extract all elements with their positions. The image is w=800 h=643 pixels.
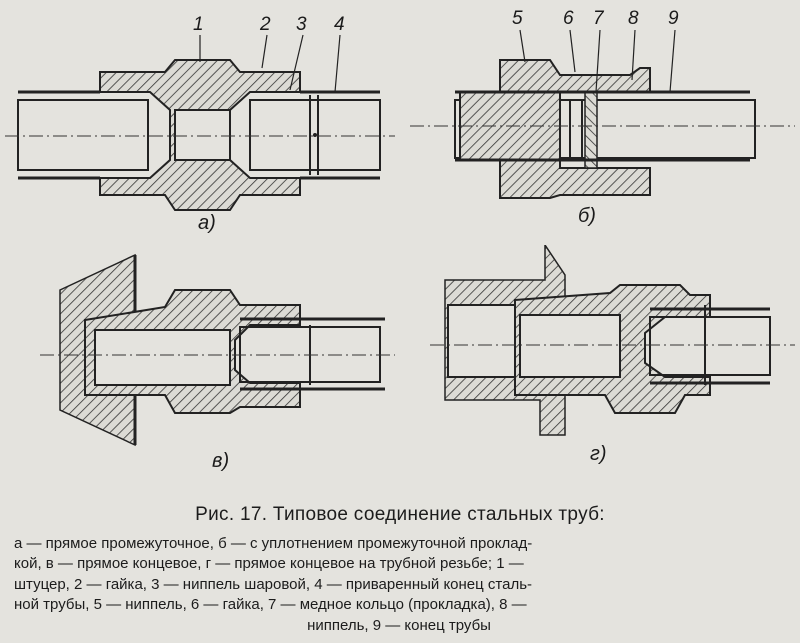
label-4: 4: [334, 14, 345, 35]
caption-line: кой, в — прямое концевое, г — прямое кон…: [14, 555, 524, 573]
label-6: 6: [563, 8, 574, 29]
label-8: 8: [628, 8, 639, 29]
caption-line: штуцер, 2 — гайка, 3 — ниппель шаровой, …: [14, 575, 533, 593]
figure-c-straight-end: в): [0, 245, 400, 485]
figure-a-straight-intermediate: 1 2 3 4 а): [0, 0, 400, 245]
subfigure-label-a: а): [198, 212, 216, 234]
label-2: 2: [260, 14, 271, 35]
subfigure-label-c: в): [212, 450, 230, 472]
caption-legend: а — прямое промежуточное, б — с уплотнен…: [14, 534, 784, 636]
fitting-drawing-d: [430, 245, 795, 436]
label-3: 3: [296, 14, 307, 35]
fitting-drawing-b: [410, 29, 795, 199]
label-9: 9: [668, 8, 679, 29]
subfigure-label-d: г): [590, 443, 607, 465]
caption-line: ниппель, 9 — конец трубы: [307, 616, 491, 634]
label-1: 1: [193, 14, 204, 35]
label-7: 7: [593, 8, 604, 29]
figure-d-threaded-end: г): [400, 245, 800, 485]
fitting-drawing-a: [5, 34, 395, 211]
fitting-drawing-c: [40, 253, 395, 447]
subfigure-label-b: б): [578, 205, 596, 227]
caption-line: ной трубы, 5 — ниппель, 6 — гайка, 7 — м…: [14, 596, 527, 614]
label-5: 5: [512, 8, 523, 29]
figure-b-gasket-seal: 5 6 7 8 9 б): [400, 0, 800, 245]
caption-line: а — прямое промежуточное, б — с уплотнен…: [14, 535, 533, 552]
caption-title: Рис. 17. Типовое соединение стальных тру…: [195, 504, 605, 525]
